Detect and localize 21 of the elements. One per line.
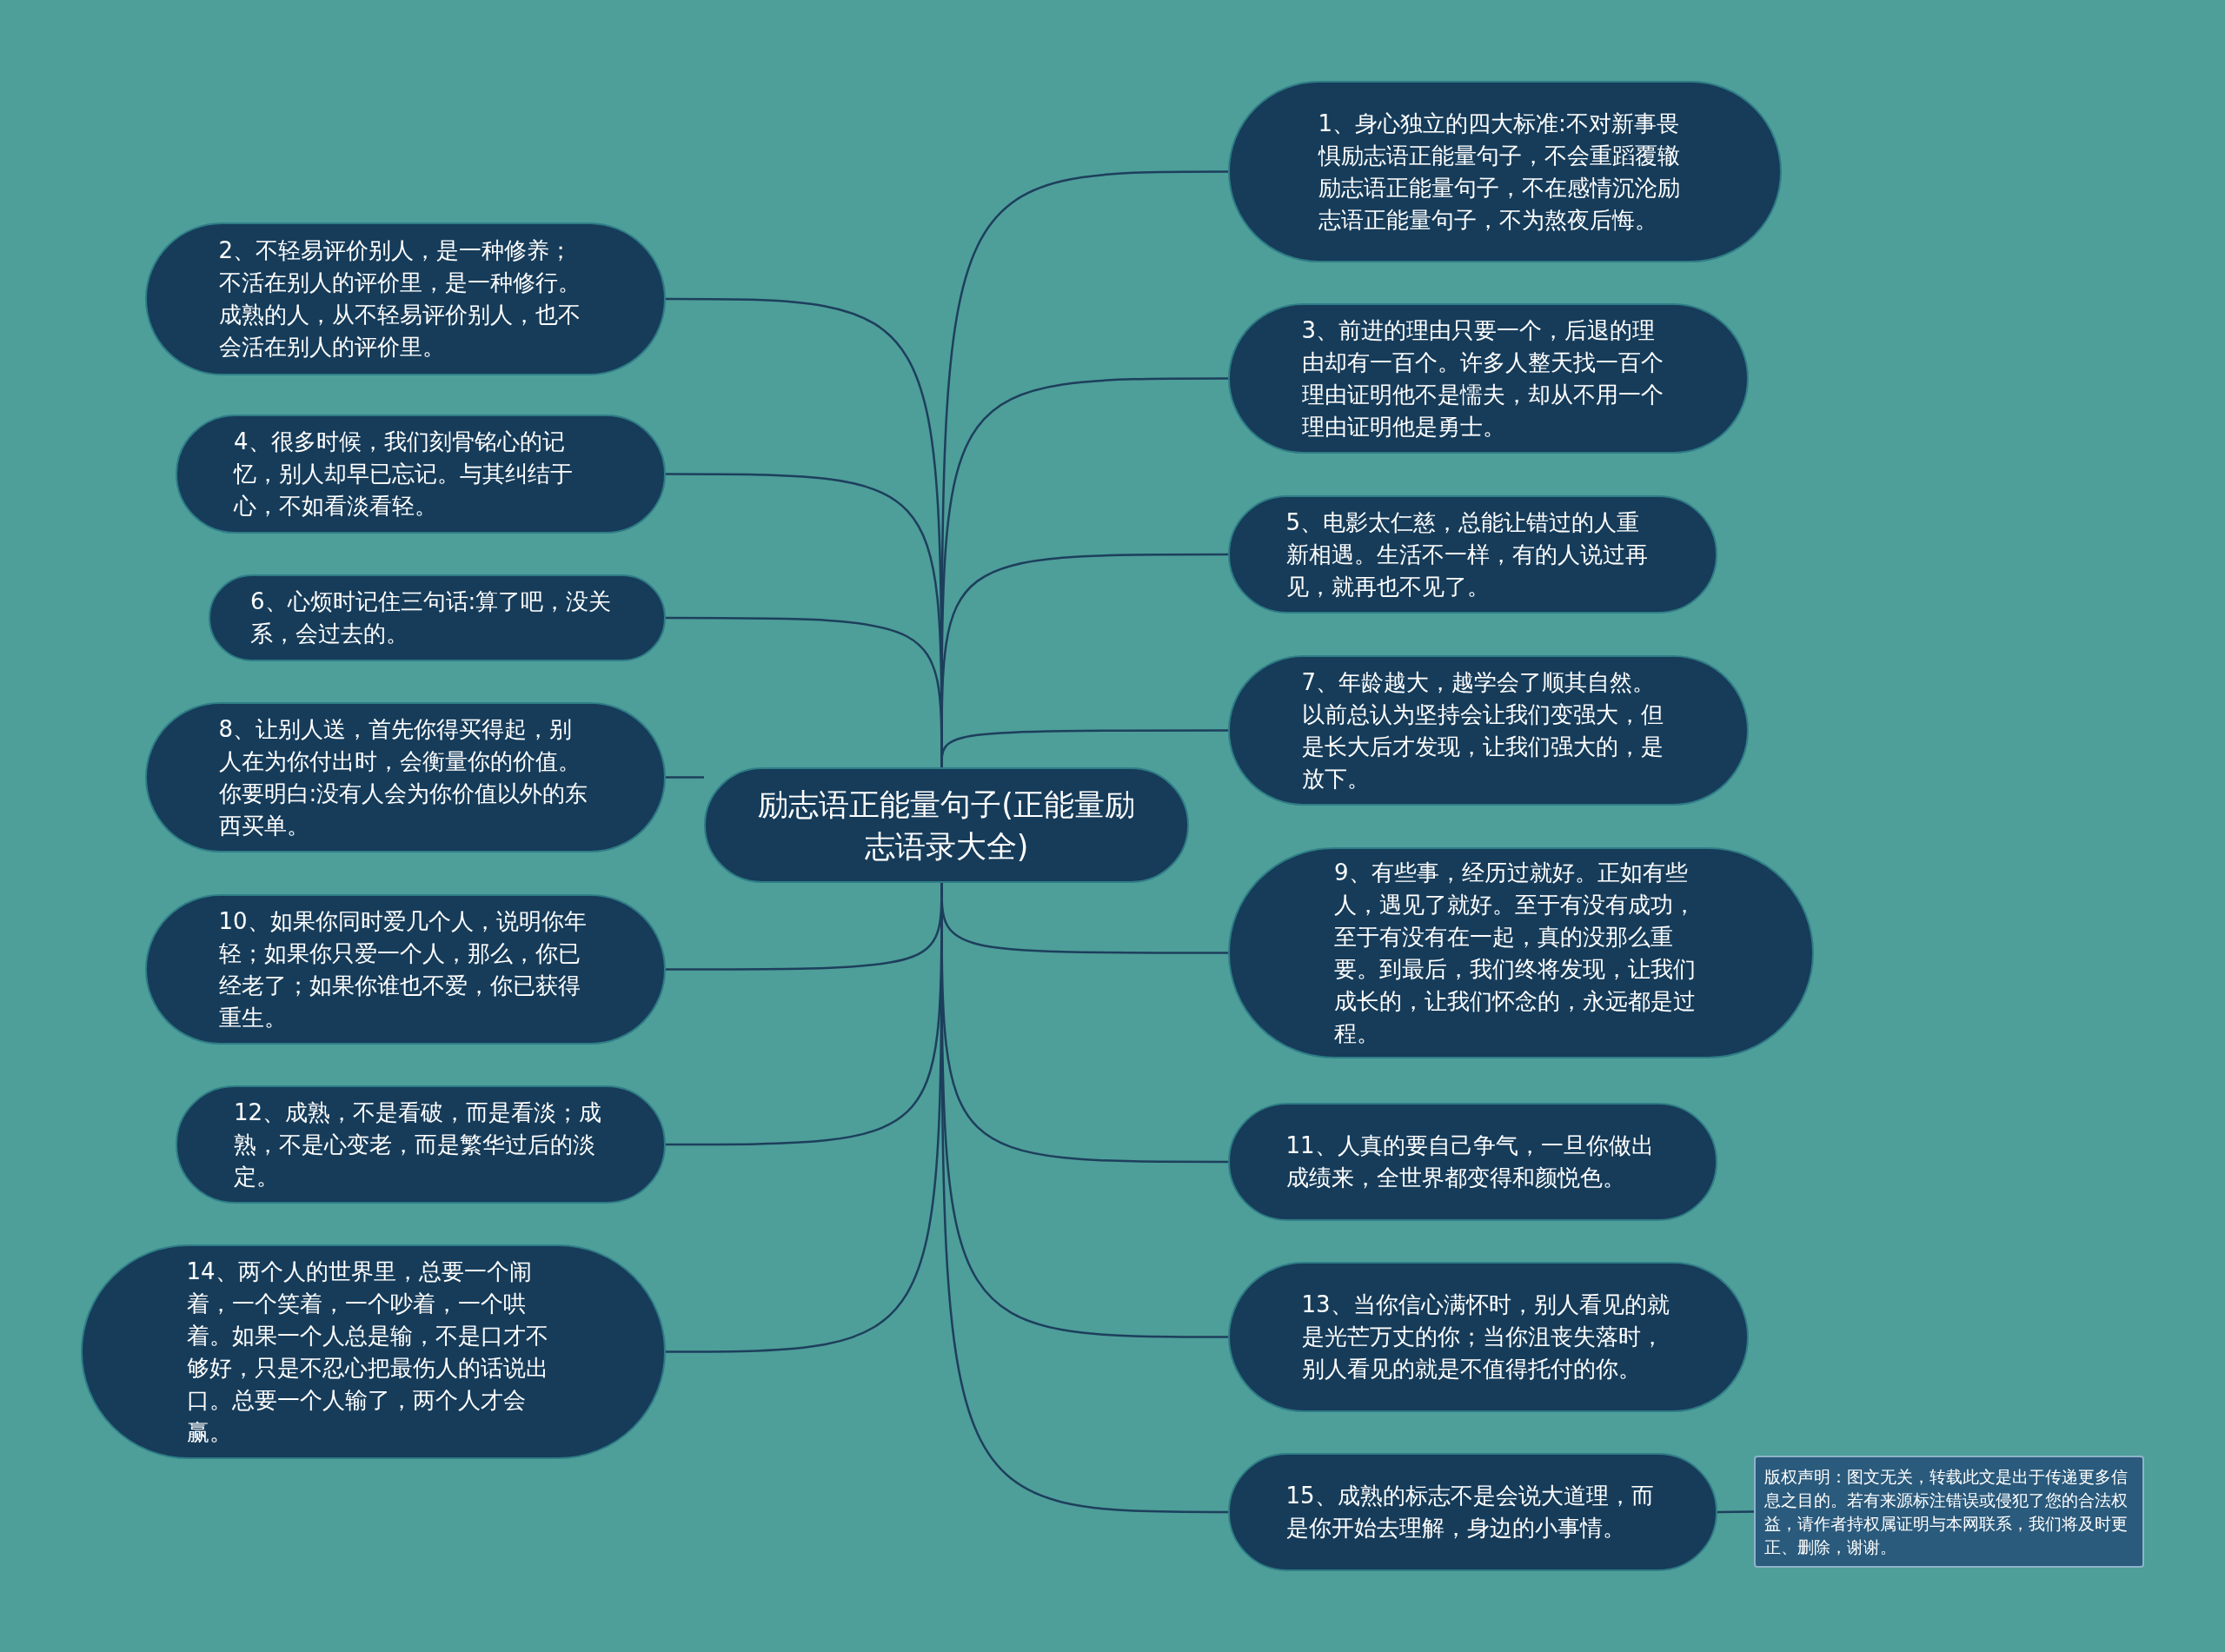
- quote-text: 8、让别人送，首先你得买得起，别人在为你付出时，会衡量你的价值。你要明白:没有人会为你价值以外的东西买单。: [218, 714, 589, 840]
- copyright-note-box: [1754, 1456, 2144, 1568]
- connector-line: [1717, 1510, 1754, 1514]
- quote-text: 13、当你信心满怀时，别人看见的就是光芒万丈的你；当你沮丧失落时，别人看见的就是不值得托付的你。: [1301, 1290, 1670, 1383]
- quote-text: 7、年龄越大，越学会了顺其自然。以前总认为坚持会让我们变强大，但是长大后才发现，让我们强大的，是放下。: [1301, 667, 1664, 793]
- quote-text: 1、身心独立的四大标准:不对新事畏惧励志语正能量句子，不会重蹈覆辙励志语正能量句子，不在感情沉沦励志语正能量句子，不为熬夜后悔。: [1318, 109, 1681, 235]
- connector-line: [666, 776, 704, 779]
- quote-text: 11、人真的要自己争气，一旦你做出成绩来，全世界都变得和颜悦色。: [1285, 1131, 1655, 1192]
- quote-text: 6、心烦时记住三句话:算了吧，没关系，会过去的。: [250, 587, 613, 648]
- copyright-note-text: 版权声明：图文无关，转载此文是出于传递更多信息之目的。若有来源标注错误或侵犯了您的合法权益，请作者持权属证明与本网联系，我们将及时更正、删除，谢谢。: [1764, 1465, 2129, 1558]
- quote-text: 5、电影太仁慈，总能让错过的人重新相遇。生活不一样，有的人说过再见，就再也不见了。: [1285, 508, 1649, 601]
- quote-text: 10、如果你同时爱几个人，说明你年轻；如果你只爱一个人，那么，你已经老了；如果你谁也不爱，你已获得重生。: [218, 906, 588, 1032]
- quote-text: 9、有些事，经历过就好。正如有些人，遇见了就好。至于有没有成功，至于有没有在一起，真的没那么重要。到最后，我们终将发现，让我们成长的，让我们怀念的，永远都是过程。: [1334, 858, 1697, 1048]
- quote-text: 4、很多时候，我们刻骨铭心的记忆，别人却早已忘记。与其纠结于心，不如看淡看轻。: [234, 428, 574, 521]
- quote-text: 2、不轻易评价别人，是一种修养；不活在别人的评价里，是一种修行。成熟的人，从不轻易评价别人，也不会活在别人的评价里。: [218, 236, 581, 362]
- quote-text: 14、两个人的世界里，总要一个闹着，一个笑着，一个吵着，一个哄着。如果一个人总是输，不是口才不够好，只是不忍心把最伤人的话说出口。总要一个人输了，两个人才会赢。: [186, 1257, 549, 1447]
- connector-line: [940, 729, 1228, 768]
- quote-text: 12、成熟，不是看破，而是看淡；成熟，不是心变老，而是繁华过后的淡定。: [234, 1098, 603, 1191]
- quote-text: 15、成熟的标志不是会说大道理，而是你开始去理解，身边的小事情。: [1285, 1482, 1655, 1543]
- quote-text: 3、前进的理由只要一个，后退的理由却有一百个。许多人整天找一百个理由证明他不是懦夫，却从不用一个理由证明他是勇士。: [1301, 315, 1664, 441]
- central-topic-text: 励志语正能量句子(正能量励志语录大全): [757, 786, 1136, 866]
